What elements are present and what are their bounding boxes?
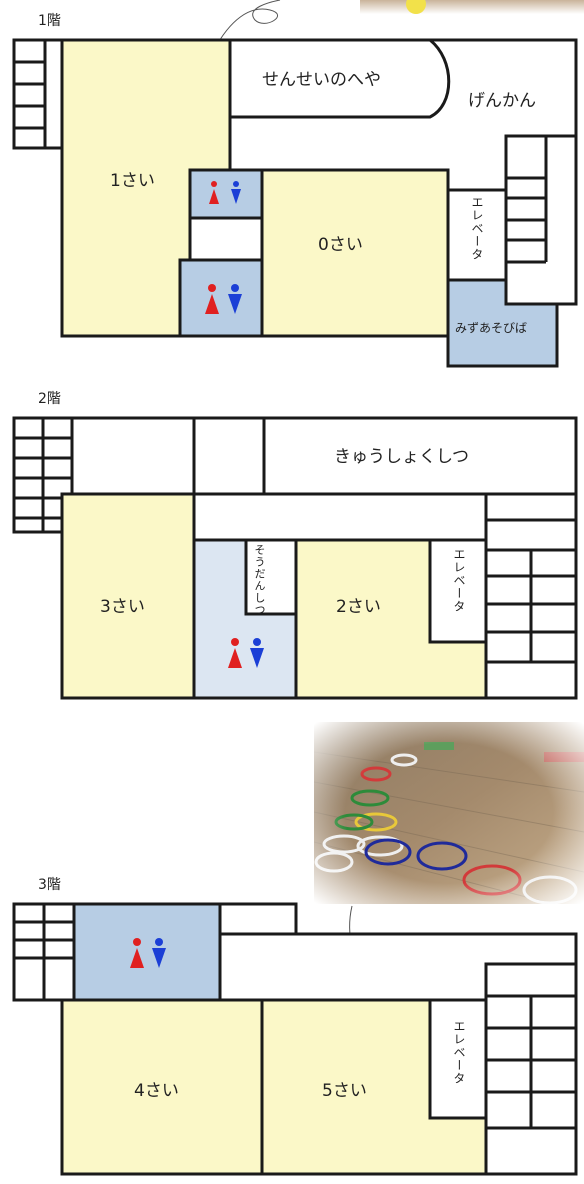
toilet-1-small: [188, 168, 264, 220]
kitchen-room: [262, 416, 578, 496]
room-4-area: [60, 998, 264, 1176]
room-5-label: 5さい: [322, 1081, 367, 1101]
stairs-left: [12, 38, 64, 150]
floor1-plan: せんせいのへや げんかん 1さい 0さい みずあそびば: [12, 0, 584, 368]
elevator-3-label: エレベータ: [452, 1020, 466, 1085]
floor3-plan: 4さい 5さい: [12, 902, 578, 1176]
yellow-ball: [406, 0, 426, 14]
room-1-label: 1さい: [110, 171, 155, 191]
consult-room-label: そうだんしつ: [253, 544, 266, 616]
water-play-area: [446, 278, 559, 368]
entrance-label: げんかん: [468, 91, 536, 111]
toilet-icon: [209, 181, 241, 204]
teachers-room-label: せんせいのへや: [262, 70, 381, 90]
floor2-label: 2階: [38, 391, 61, 407]
water-play-label: みずあそびば: [455, 321, 527, 335]
toilet-1-large: [178, 258, 264, 338]
toilet-3-area: [72, 902, 222, 1002]
squiggle-line: [213, 0, 281, 51]
room-2-label: 2さい: [336, 597, 381, 617]
floor2-plan: きゅうしょくしつ 3さい 2さい: [12, 416, 578, 700]
room-0-label: 0さい: [318, 235, 363, 255]
room-4-label: 4さい: [134, 1081, 179, 1101]
gym-floor-photo: [314, 722, 584, 904]
elevator-1-label: エレベータ: [470, 196, 484, 261]
room-3-label: 3さい: [100, 597, 145, 617]
photo-fragment: [360, 0, 584, 14]
toilet-icon: [228, 638, 264, 668]
toilet-icon: [205, 284, 242, 314]
elevator-2: [428, 538, 488, 644]
floor3-label: 3階: [38, 877, 61, 893]
kitchen-label: きゅうしょくしつ: [334, 447, 469, 467]
toilet-icon: [130, 938, 166, 968]
room-3-area: [60, 492, 196, 700]
room-0-area: [260, 168, 450, 338]
teachers-room: [228, 38, 451, 119]
floor1-label: 1階: [38, 13, 61, 29]
elevator-2-label: エレベータ: [452, 548, 466, 613]
